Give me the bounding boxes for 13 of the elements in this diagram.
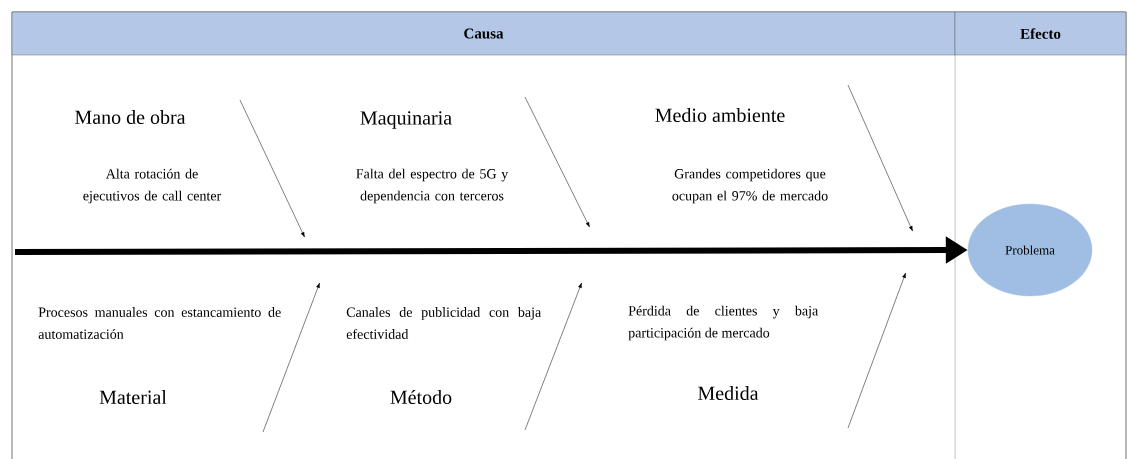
cause-text: Alta rotación de ejecutivos de call center — [83, 168, 222, 204]
category-label: Medida — [698, 385, 759, 401]
category-label: Mano de obra — [75, 109, 186, 125]
cause-text: Falta del espectro de 5G y dependencia con terceros — [356, 168, 509, 204]
cause-text: Canales de publicidad con baja efectividad — [346, 307, 542, 339]
category-label: Material — [99, 389, 167, 405]
cause-text: Procesos manuales con estancamiento de automatización — [38, 307, 281, 339]
header-band: Efecto — [954, 11, 1127, 56]
category-label: Medio ambiente — [655, 107, 785, 123]
cause-text: Pérdida de clientes y baja participación de mercado — [628, 305, 819, 341]
category-label: Método — [390, 389, 452, 405]
category-label: Maquinaria — [360, 111, 452, 129]
cause-text: Grandes competidores que ocupan el 97% de mercado — [672, 168, 828, 204]
